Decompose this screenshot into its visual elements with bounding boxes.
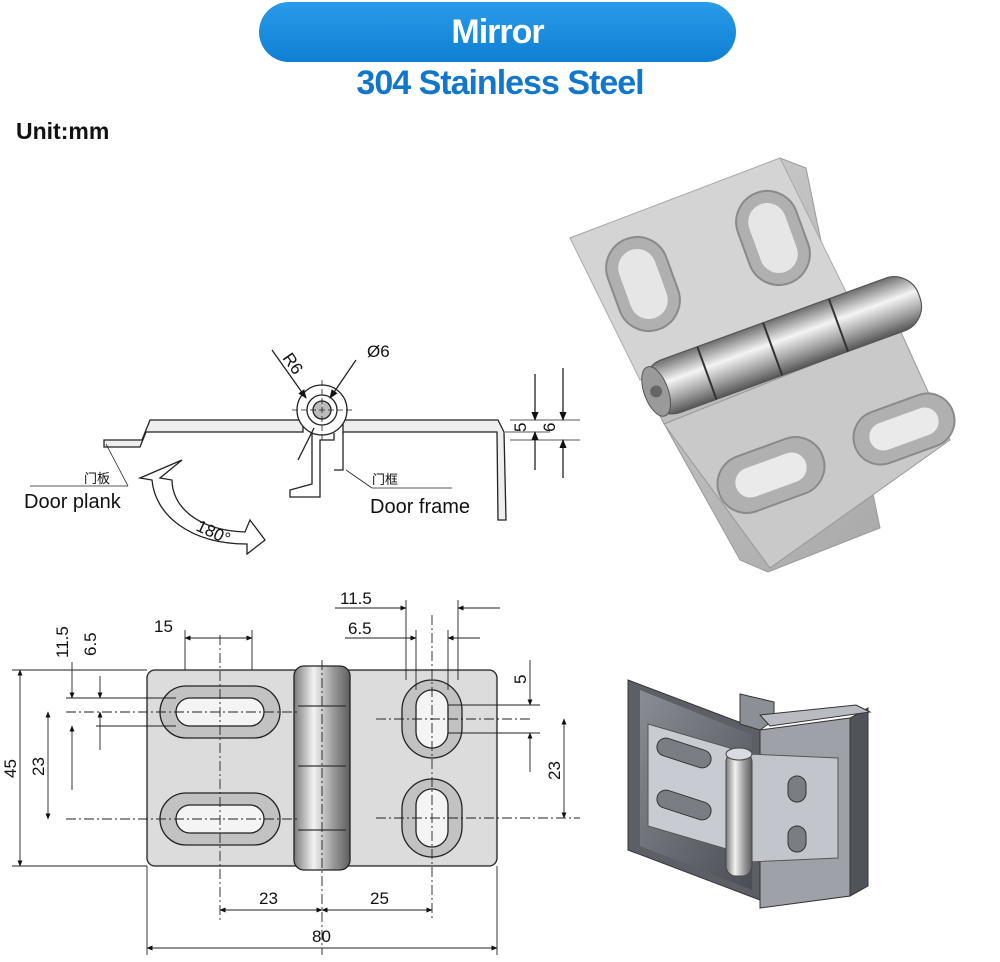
dim-6-5-right-label: 6.5 [348,619,372,638]
dim-11-5-right-label: 11.5 [340,589,372,608]
side-view-drawing [30,349,580,521]
dim-6-5-left-label: 6.5 [81,632,100,656]
dim-23-left-label: 23 [29,757,48,776]
dim-45-label: 45 [1,759,20,778]
top-view-dimension-lines [12,600,580,955]
door-frame-label: Door frame [370,496,470,518]
dim-23-bottom-label: 23 [259,889,278,908]
finish-label: Mirror [451,12,544,51]
dim-11-5-left-label: 11.5 [53,626,72,658]
dim-80-label: 80 [312,927,331,946]
finish-banner: Mirror [259,2,736,62]
installation-render [627,679,872,909]
dim-25-bottom-label: 25 [370,889,389,908]
material-label: 304 Stainless Steel [356,64,644,102]
door-plank-cn-label: 门板 [84,472,110,487]
dim-15-label: 15 [154,617,173,636]
rotation-label: 180° [193,516,233,548]
unit-label: Unit:mm [16,118,110,144]
dim-23-right-label: 23 [545,761,564,780]
rotation-arrow-icon [137,459,266,556]
diameter-label: Ø6 [367,342,390,361]
door-plank-label: Door plank [24,491,122,513]
dim-5-right-label: 5 [511,675,530,684]
door-frame-cn-label: 门框 [372,473,398,488]
dim-5-label: 5 [511,423,530,432]
dim-6-label: 6 [540,423,559,432]
hinge-photo [569,157,956,573]
radius-label: R6 [279,349,307,378]
